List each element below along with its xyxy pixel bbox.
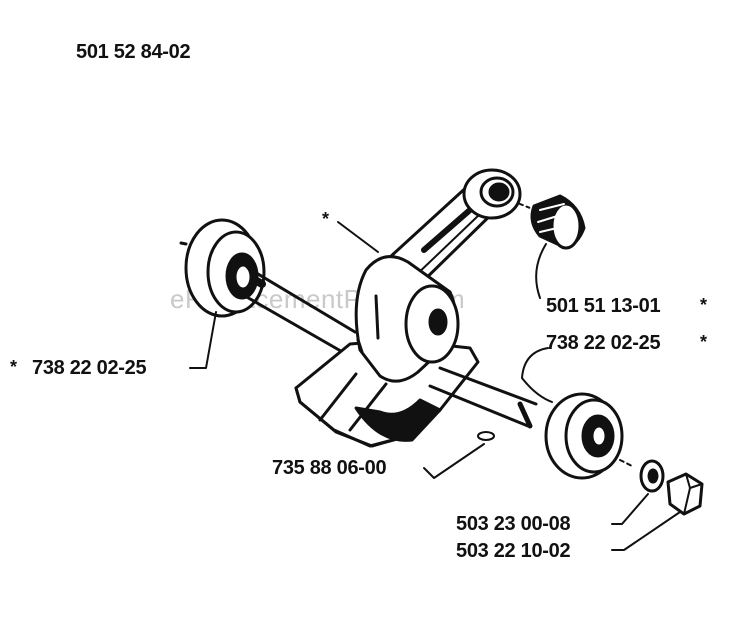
right-shaft bbox=[428, 366, 538, 428]
left-bearing-marker: * bbox=[10, 357, 17, 377]
left-bearing-label: 738 22 02-25 bbox=[32, 357, 147, 379]
needle-bearing bbox=[519, 194, 586, 250]
assembly-number: 501 52 84-02 bbox=[76, 41, 191, 63]
washer bbox=[639, 459, 665, 493]
nut-label: 503 22 10-02 bbox=[456, 540, 571, 562]
needle-bearing-label: 501 51 13-01 bbox=[546, 295, 661, 317]
leader-lines bbox=[189, 221, 681, 551]
needle-bearing-marker: * bbox=[700, 295, 707, 315]
crank-counterweight bbox=[294, 338, 480, 448]
key-label: 735 88 06-00 bbox=[272, 457, 387, 479]
left-ball-bearing bbox=[179, 218, 266, 318]
crank-web bbox=[354, 255, 460, 383]
right-ball-bearing bbox=[544, 392, 633, 480]
left-shaft bbox=[236, 266, 357, 356]
right-bearing-marker: * bbox=[700, 332, 707, 352]
right-bearing-label: 738 22 02-25 bbox=[546, 332, 661, 354]
woodruff-key bbox=[477, 431, 495, 441]
crankshaft-marker: * bbox=[322, 209, 329, 229]
washer-label: 503 23 00-08 bbox=[456, 513, 571, 535]
hex-nut bbox=[666, 472, 704, 516]
